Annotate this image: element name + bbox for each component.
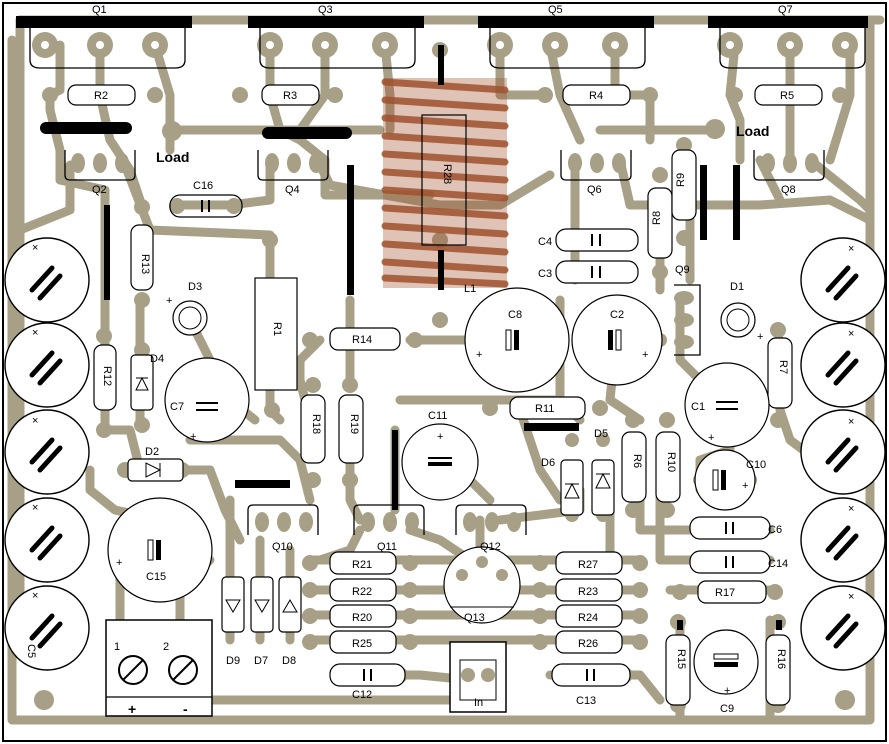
label-r12: R12 — [101, 366, 113, 386]
label-r3: R3 — [283, 90, 297, 102]
label-r17: R17 — [715, 587, 735, 599]
label-c9: C9 — [720, 703, 734, 715]
label-r8: R8 — [651, 211, 663, 225]
label-q6: Q6 — [587, 184, 602, 196]
label-q11: Q11 — [377, 541, 397, 553]
label-term-2: 2 — [163, 641, 169, 653]
label-d4: D4 — [150, 353, 164, 365]
label-d7: D7 — [254, 655, 268, 667]
label-r4: R4 — [589, 90, 603, 102]
svg-text:×: × — [848, 243, 854, 255]
svg-text:×: × — [32, 502, 38, 514]
label-q8: Q8 — [781, 184, 796, 196]
svg-text:×: × — [848, 416, 854, 428]
label-d6: D6 — [541, 457, 555, 469]
label-d1: D1 — [730, 281, 744, 293]
label-r18: R18 — [310, 414, 322, 434]
label-c4: C4 — [538, 236, 552, 248]
inductor-coil — [381, 78, 509, 288]
label-d3: D3 — [188, 281, 202, 293]
label-c8-plus: + — [476, 349, 482, 361]
label-c2-plus: + — [642, 349, 648, 361]
svg-text:×: × — [32, 590, 38, 602]
label-c11-plus: + — [437, 431, 443, 443]
label-c2: C2 — [610, 309, 624, 321]
label-c11: C11 — [428, 410, 447, 422]
silkscreen: × × × × × × × × × × — [4, 16, 886, 717]
label-c15-plus: + — [116, 557, 122, 569]
label-c3: C3 — [538, 268, 552, 280]
label-d3-plus: + — [166, 295, 172, 307]
label-r22: R22 — [352, 586, 372, 598]
label-r1: R1 — [271, 322, 283, 336]
label-d5: D5 — [594, 428, 608, 440]
label-q3: Q3 — [318, 4, 333, 16]
label-c1: C1 — [691, 401, 705, 413]
label-r5: R5 — [780, 90, 794, 102]
label-r27: R27 — [578, 559, 598, 571]
label-q10: Q10 — [272, 541, 293, 553]
label-r11: R11 — [535, 403, 554, 415]
svg-text:×: × — [848, 328, 854, 340]
label-r20: R20 — [352, 612, 372, 624]
label-term-plus: + — [128, 701, 136, 717]
label-r26: R26 — [578, 638, 598, 650]
label-in: In — [474, 697, 483, 709]
svg-text:×: × — [848, 591, 854, 603]
label-r6: R6 — [631, 454, 643, 468]
label-r25: R25 — [352, 638, 372, 650]
label-q7: Q7 — [778, 4, 793, 16]
label-r15: R15 — [675, 649, 687, 669]
label-r7: R7 — [777, 360, 789, 374]
label-c7-plus: + — [190, 431, 196, 443]
label-d2: D2 — [145, 446, 159, 458]
label-q2: Q2 — [92, 184, 107, 196]
label-r2: R2 — [94, 90, 108, 102]
label-r14: R14 — [352, 334, 372, 346]
component-labels: Q1 Q3 Q5 Q7 R2 R3 R4 R5 Load Load Q2 Q4 … — [25, 4, 796, 717]
label-q4: Q4 — [285, 184, 300, 196]
label-c10-plus: + — [742, 480, 748, 492]
label-c13: C13 — [576, 695, 596, 707]
label-r24: R24 — [578, 612, 598, 624]
label-c15: C15 — [146, 571, 166, 583]
label-r21: R21 — [352, 559, 372, 571]
label-r16: R16 — [775, 649, 787, 669]
svg-text:×: × — [32, 415, 38, 427]
svg-text:×: × — [32, 242, 38, 254]
svg-text:×: × — [32, 327, 38, 339]
label-term-minus: - — [183, 701, 188, 717]
label-r13: R13 — [139, 254, 151, 274]
label-d8: D8 — [282, 655, 296, 667]
label-c12: C12 — [352, 689, 372, 701]
label-c8: C8 — [508, 309, 522, 321]
label-q13: Q13 — [464, 612, 485, 624]
label-q9: Q9 — [675, 264, 690, 276]
label-q1: Q1 — [92, 4, 107, 16]
label-c10: C10 — [746, 459, 766, 471]
label-r19: R19 — [348, 414, 360, 434]
label-r23: R23 — [578, 586, 598, 598]
label-q12: Q12 — [480, 541, 501, 553]
label-d1-plus: + — [757, 331, 763, 343]
label-term-1: 1 — [114, 641, 120, 653]
label-c1-plus: + — [708, 432, 714, 444]
label-load-left: Load — [156, 149, 189, 165]
label-c7: C7 — [170, 401, 184, 413]
label-c16: C16 — [193, 180, 213, 192]
svg-text:×: × — [848, 503, 854, 515]
label-r28: R28 — [441, 164, 453, 184]
label-r10: R10 — [665, 452, 677, 472]
label-r9: R9 — [675, 173, 687, 187]
label-load-right: Load — [736, 123, 769, 139]
label-l1: L1 — [464, 283, 476, 295]
label-c5: C5 — [25, 644, 37, 658]
label-c6: C6 — [768, 524, 782, 536]
label-c14: C14 — [768, 558, 788, 570]
label-d9: D9 — [226, 655, 240, 667]
label-c9-plus: + — [724, 685, 730, 697]
label-q5: Q5 — [548, 4, 563, 16]
